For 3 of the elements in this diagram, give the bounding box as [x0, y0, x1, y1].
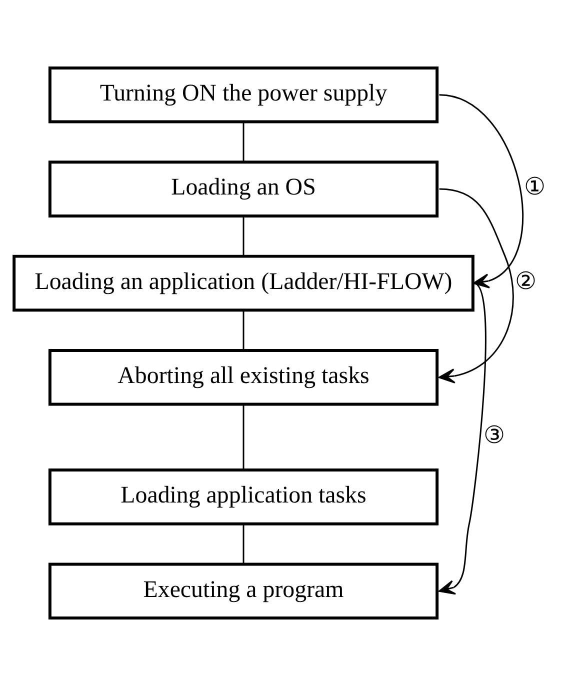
edge-label: ②: [515, 268, 537, 295]
edge-label: ③: [484, 422, 506, 449]
edge-label: ①: [524, 174, 546, 201]
